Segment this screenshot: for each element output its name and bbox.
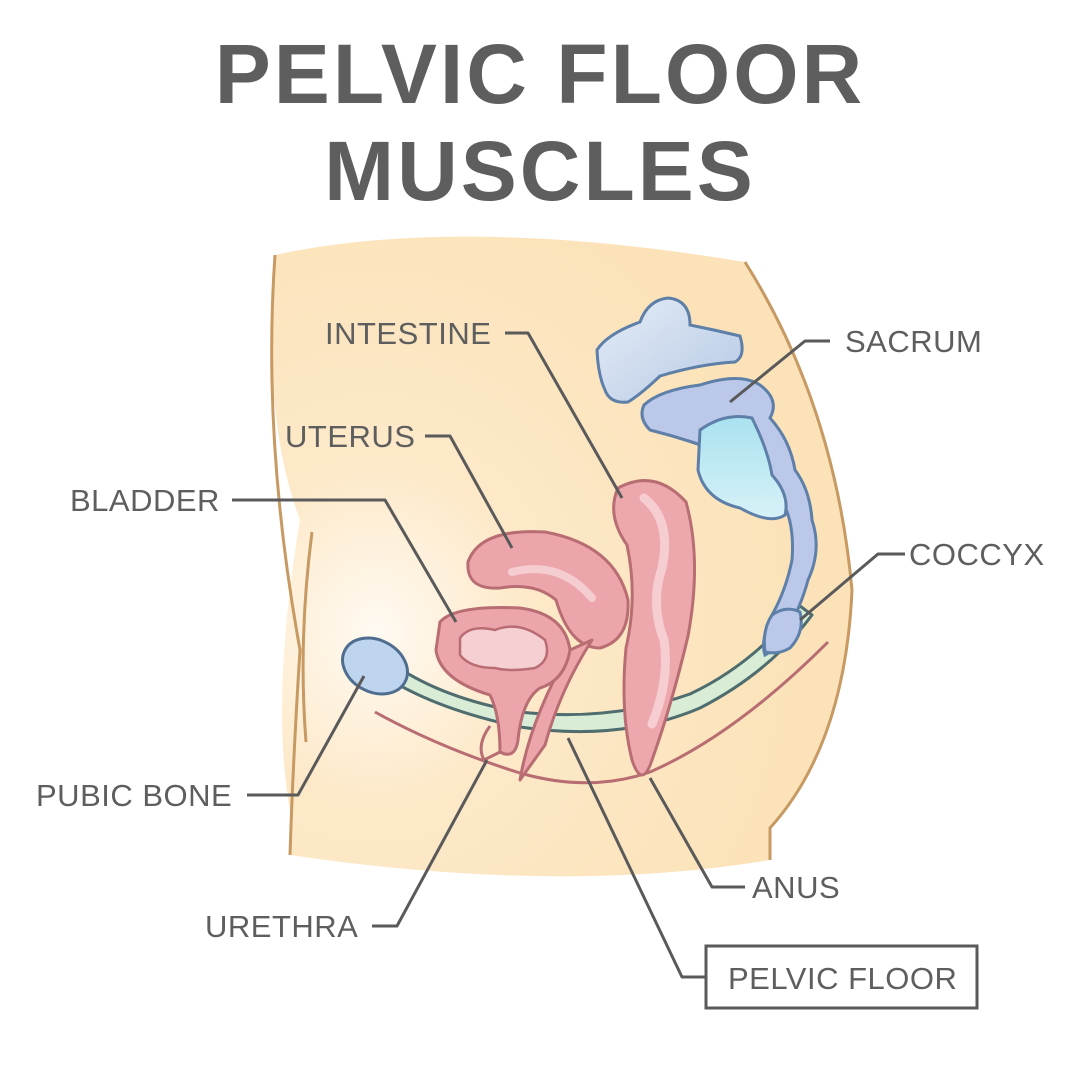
coccyx-shape [762,607,803,655]
leader-anus [648,777,745,889]
pelvic-floor-label-box [704,944,979,1010]
label-coccyx: COCCYX [909,537,1045,572]
label-pubic-bone: PUBIC BONE [36,778,232,813]
pubic-bone-shape [341,636,409,696]
label-uterus: UTERUS [285,419,415,454]
urethra-tube [479,725,501,762]
sacrum-inner-shape [696,415,788,521]
bladder-inner-lining [458,625,549,672]
leader-bladder [232,498,458,623]
label-bladder: BLADDER [70,483,220,518]
intestine-inner-fold [639,493,670,729]
intestine-shape [612,479,696,777]
label-sacrum: SACRUM [845,324,982,359]
vertebra-shape [595,296,744,404]
body-outline-left [270,254,302,856]
leader-pubic-bone [247,675,366,797]
label-intestine: INTESTINE [325,316,491,351]
uterus-shape [466,530,630,650]
body-outline-right [743,261,854,860]
page-title: PELVIC FLOOR MUSCLES [214,27,866,218]
label-anus: ANUS [752,870,840,905]
leader-sacrum [729,339,830,404]
leader-uterus [425,434,514,549]
perineum-outline [374,640,830,785]
leader-pelvic-floor [566,737,706,979]
uterus-inner [508,565,596,602]
body-outline-inner [301,531,314,743]
leader-urethra [372,759,489,928]
label-pelvic-floor: PELVIC FLOOR [728,961,957,996]
leader-intestine [505,331,624,499]
label-urethra: URETHRA [205,909,358,944]
leader-coccyx [799,552,905,622]
